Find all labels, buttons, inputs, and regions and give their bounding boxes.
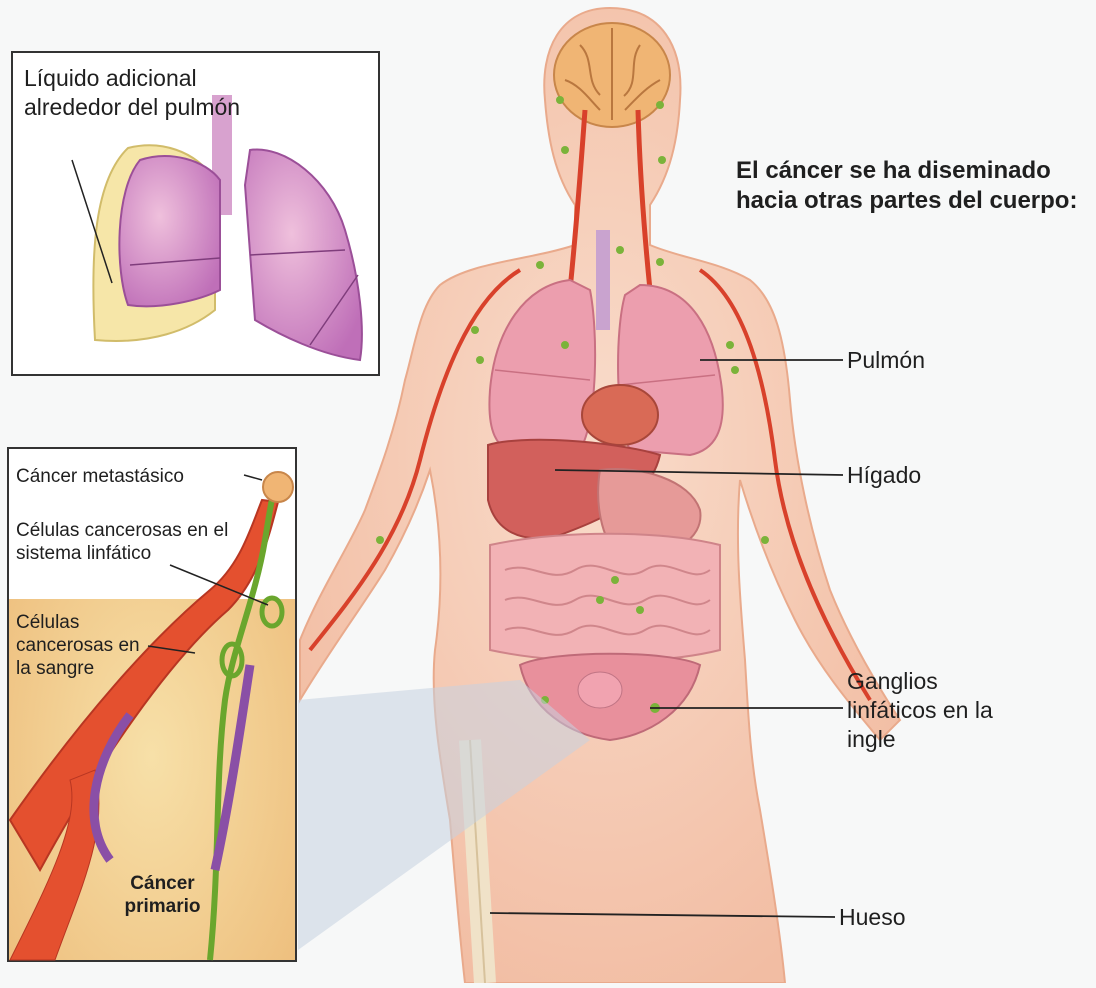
label-lymph-cells: Células cancerosas en el sistema linfáti… [16, 519, 241, 565]
heart [582, 385, 658, 445]
label-liver: Hígado [847, 461, 921, 490]
label-blood-cells: Células cancerosas en la sangre [16, 611, 146, 680]
label-metastatic: Cáncer metastásico [16, 465, 184, 488]
label-primary: Cáncer primario [110, 872, 215, 918]
intestines [490, 534, 720, 662]
heading-spread: El cáncer se ha diseminado hacia otras p… [736, 156, 1086, 216]
label-bone: Hueso [839, 903, 905, 932]
label-groin-nodes: Ganglios linfáticos en la ingle [847, 667, 1022, 754]
brain [554, 23, 670, 127]
label-lung-fluid: Líquido adicional alrededor del pulmón [24, 64, 264, 122]
label-lung: Pulmón [847, 346, 925, 375]
